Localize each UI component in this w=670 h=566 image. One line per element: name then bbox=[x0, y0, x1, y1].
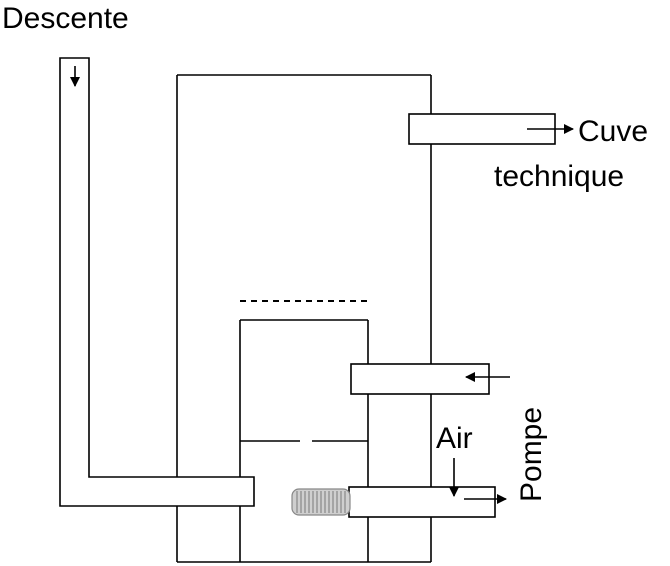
label-air: Air bbox=[436, 422, 473, 455]
descente-pipe bbox=[59, 57, 255, 507]
pompe-inlet-pipe bbox=[350, 363, 490, 395]
air-diffuser-ridges bbox=[296, 491, 346, 513]
label-pompe: Pompe bbox=[515, 407, 548, 502]
label-cuve: Cuve bbox=[578, 115, 648, 148]
bottom-outlet-pipe bbox=[348, 486, 496, 518]
label-technique: technique bbox=[494, 160, 624, 193]
label-descente: Descente bbox=[2, 2, 129, 35]
